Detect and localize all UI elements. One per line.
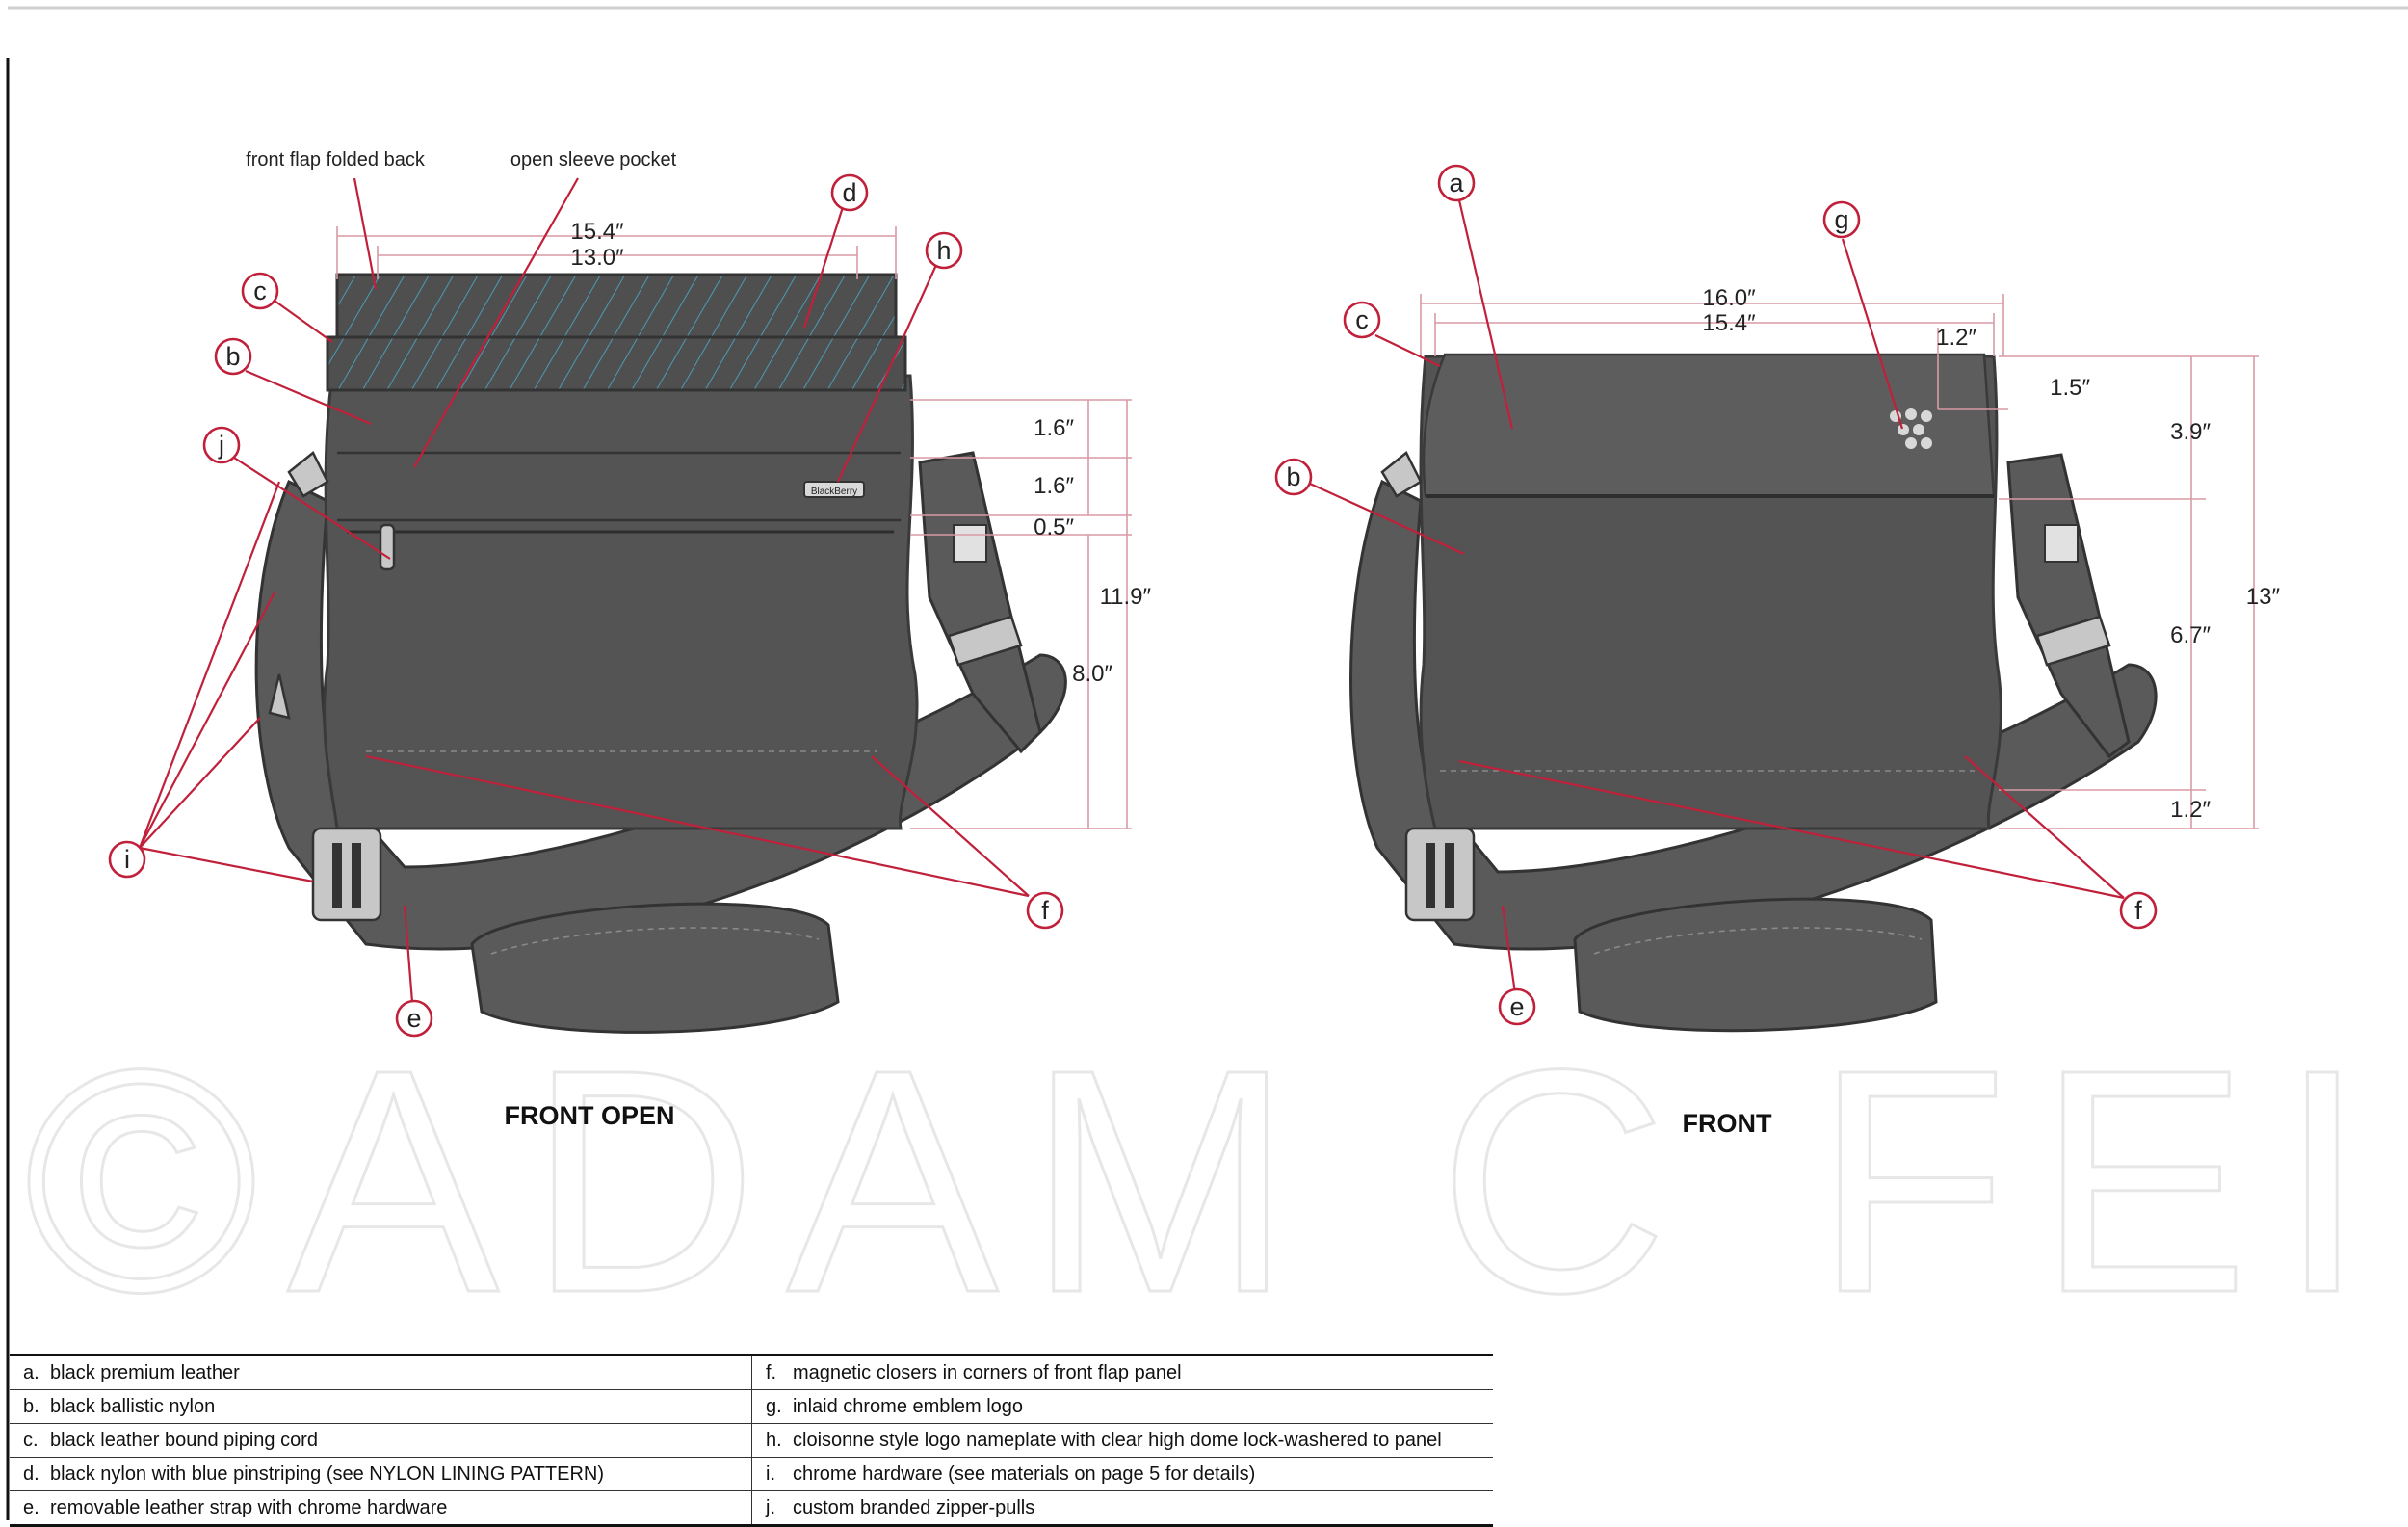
svg-text:f: f bbox=[2134, 896, 2142, 925]
emblem-logo bbox=[1890, 408, 1932, 449]
strap-loop-right bbox=[1573, 897, 1938, 1033]
pinstripe-lining-front bbox=[326, 335, 907, 392]
svg-text:e: e bbox=[1509, 992, 1524, 1021]
front-flap bbox=[1422, 353, 1996, 498]
legend-item: g.inlaid chrome emblem logo bbox=[751, 1390, 1493, 1423]
dim-height-total-right: 13″ bbox=[2246, 584, 2281, 610]
note-sleeve-pocket: open sleeve pocket bbox=[510, 149, 677, 171]
dim-inner-width-right: 15.4″ bbox=[1702, 310, 1756, 336]
svg-text:c: c bbox=[1355, 305, 1369, 334]
svg-text:c: c bbox=[253, 276, 267, 305]
strap-nameplate-right bbox=[2044, 524, 2079, 563]
dim-inner-width: 13.0″ bbox=[570, 245, 624, 271]
view-title-front-open: FRONT OPEN bbox=[504, 1101, 674, 1130]
strap-nameplate bbox=[953, 524, 987, 563]
clip-top-right bbox=[1380, 451, 1423, 498]
callout-f-left: f bbox=[1026, 891, 1064, 930]
legend-item: e.removable leather strap with chrome ha… bbox=[23, 1497, 448, 1518]
legend-item: b.black ballistic nylon bbox=[23, 1396, 216, 1417]
svg-text:d: d bbox=[842, 178, 856, 207]
callout-c-right: c bbox=[1343, 301, 1381, 339]
dimensions-left bbox=[336, 226, 1132, 829]
dim-d3: 0.5″ bbox=[1034, 514, 1074, 540]
buckle-left bbox=[311, 827, 382, 922]
callout-j-left: j bbox=[202, 426, 241, 464]
view-title-front: FRONT bbox=[1683, 1109, 1772, 1138]
watermark: ©ADAM C FEIST bbox=[24, 1003, 2408, 1358]
callout-d-left: d bbox=[830, 173, 869, 212]
side-ring bbox=[268, 673, 291, 720]
legend-item: d.black nylon with blue pinstriping (see… bbox=[23, 1463, 605, 1485]
note-front-flap: front flap folded back bbox=[246, 149, 426, 171]
dim-flap-height: 3.9″ bbox=[2170, 419, 2211, 445]
svg-text:f: f bbox=[1041, 896, 1049, 925]
dim-d4: 8.0″ bbox=[1072, 661, 1112, 687]
dim-logo-offset-x: 1.2″ bbox=[1936, 325, 1976, 351]
dim-logo-offset-y: 1.5″ bbox=[2050, 375, 2090, 401]
legend-row: d.black nylon with blue pinstriping (see… bbox=[10, 1458, 1493, 1491]
dim-outer-width-right: 16.0″ bbox=[1702, 285, 1756, 311]
dim-d1: 1.6″ bbox=[1034, 415, 1074, 441]
svg-text:b: b bbox=[1286, 462, 1300, 491]
svg-text:b: b bbox=[225, 342, 240, 371]
dim-bottom: 1.2″ bbox=[2170, 797, 2211, 823]
clip-right bbox=[947, 615, 1023, 667]
legend-row: b.black ballistic nylon g.inlaid chrome … bbox=[10, 1390, 1493, 1424]
clip-top-left bbox=[287, 451, 329, 498]
nameplate-text: BlackBerry bbox=[811, 487, 857, 497]
bag-body-front-open bbox=[323, 374, 919, 830]
legend-item: i.chrome hardware (see materials on page… bbox=[751, 1458, 1493, 1490]
callout-e-right: e bbox=[1498, 987, 1536, 1026]
materials-legend: a.black premium leather f.magnetic close… bbox=[10, 1354, 1493, 1527]
front-open-view: BlackBerry 15.4″ 13.0″ 1.6″ 1. bbox=[108, 149, 1152, 1130]
legend-item: j.custom branded zipper-pulls bbox=[751, 1491, 1493, 1524]
pinstripe-lining-back bbox=[335, 273, 898, 344]
strap-right-side-right bbox=[2006, 453, 2131, 759]
dim-d2: 1.6″ bbox=[1034, 473, 1074, 499]
strap-loop-left bbox=[470, 902, 840, 1034]
callout-b-right: b bbox=[1274, 458, 1313, 496]
svg-text:a: a bbox=[1449, 169, 1464, 197]
callout-h-left: h bbox=[925, 231, 963, 270]
svg-text:g: g bbox=[1834, 205, 1848, 234]
legend-item: f.magnetic closers in corners of front f… bbox=[751, 1356, 1493, 1389]
callout-lines-left bbox=[138, 177, 1030, 1003]
svg-text:h: h bbox=[936, 236, 951, 265]
strap-right-side-left bbox=[918, 451, 1042, 754]
svg-text:i: i bbox=[124, 845, 130, 874]
callout-g-right: g bbox=[1822, 200, 1861, 239]
front-view: 16.0″ 15.4″ 1.2″ 1.5″ 3.9″ 13″ 6.7″ 1.2″… bbox=[1274, 164, 2281, 1138]
svg-text:j: j bbox=[218, 431, 224, 460]
nameplate bbox=[803, 481, 865, 498]
dim-mid: 6.7″ bbox=[2170, 622, 2211, 648]
callout-a-right: a bbox=[1437, 164, 1476, 202]
dimensions-right bbox=[1420, 294, 2259, 829]
legend-row: c.black leather bound piping cord h.cloi… bbox=[10, 1424, 1493, 1458]
svg-text:e: e bbox=[406, 1004, 421, 1033]
clip-right-2 bbox=[2035, 615, 2111, 667]
legend-row: e.removable leather strap with chrome ha… bbox=[10, 1491, 1493, 1524]
buckle-right bbox=[1404, 827, 1476, 922]
legend-item: h.cloisonne style logo nameplate with cl… bbox=[751, 1424, 1493, 1457]
callout-i-left: i bbox=[108, 840, 146, 879]
dim-outer-width: 15.4″ bbox=[570, 219, 624, 245]
dim-height-total: 11.9″ bbox=[1100, 584, 1152, 610]
callout-b-left: b bbox=[214, 337, 252, 376]
legend-row: a.black premium leather f.magnetic close… bbox=[10, 1356, 1493, 1390]
callout-f-right: f bbox=[2119, 891, 2158, 930]
callout-c-left: c bbox=[241, 272, 279, 310]
legend-item: a.black premium leather bbox=[23, 1362, 240, 1383]
zipper-pull bbox=[379, 523, 396, 571]
callout-e-left: e bbox=[395, 999, 433, 1038]
legend-item: c.black leather bound piping cord bbox=[23, 1430, 318, 1451]
